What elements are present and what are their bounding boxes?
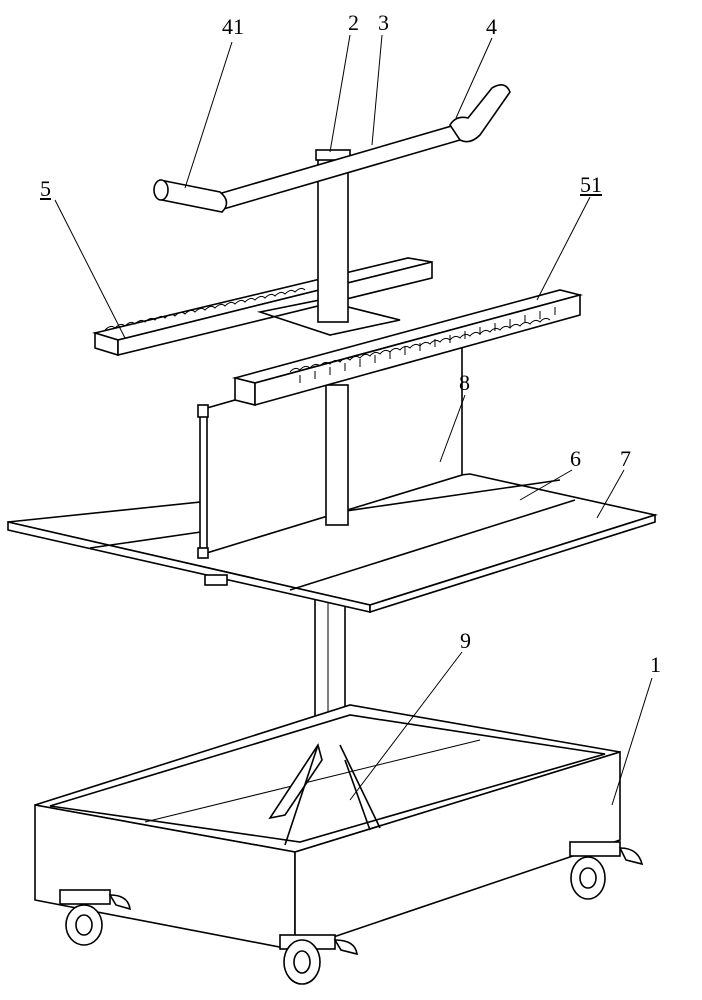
label-4: 4 xyxy=(486,14,497,40)
label-5: 5 xyxy=(40,176,51,202)
basket xyxy=(35,705,620,950)
label-7: 7 xyxy=(620,446,631,472)
label-1: 1 xyxy=(650,652,661,678)
label-8: 8 xyxy=(459,370,470,396)
label-51: 51 xyxy=(580,172,602,198)
caster-wheel xyxy=(570,842,642,899)
label-41: 41 xyxy=(222,14,244,40)
right-grip xyxy=(450,85,510,142)
label-2: 2 xyxy=(348,10,359,36)
mid-post xyxy=(326,385,348,525)
label-9: 9 xyxy=(460,628,471,654)
label-6: 6 xyxy=(570,446,581,472)
caster-wheel xyxy=(280,935,357,984)
caster-wheel xyxy=(60,890,130,945)
label-3: 3 xyxy=(378,10,389,36)
